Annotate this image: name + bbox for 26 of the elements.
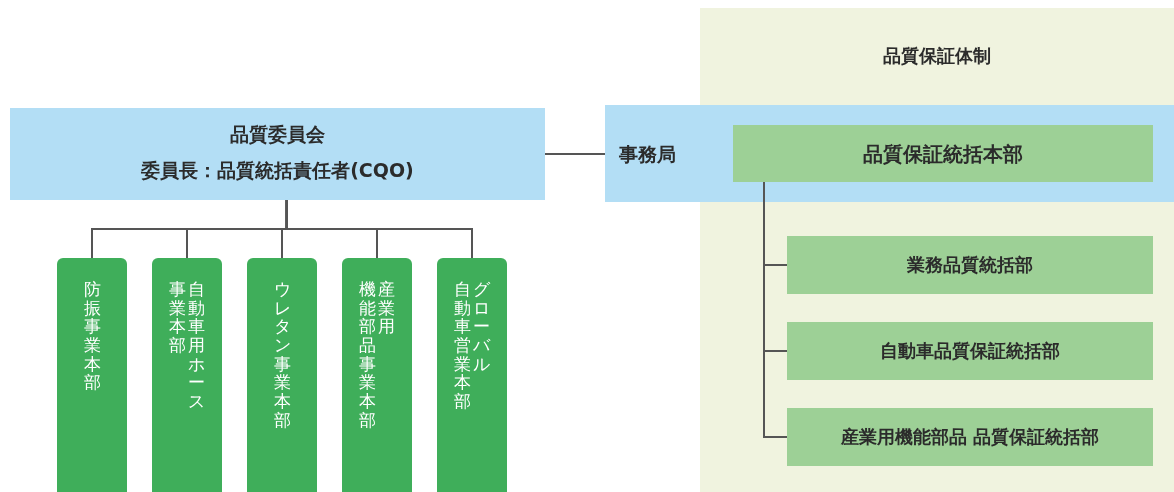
division-box — [152, 258, 222, 492]
department-name: 自動車品質保証統括部 — [879, 339, 1061, 363]
division-name: ウレタン事業本部 — [272, 280, 292, 430]
division-name: グローバル自動車営業本部 — [453, 280, 492, 411]
department-name: 業務品質統括部 — [906, 253, 1034, 277]
division-name: 産業用機能部品事業本部 — [358, 280, 396, 430]
committee-name: 品質委員会 — [229, 122, 326, 147]
department-box — [733, 125, 1153, 182]
panel-heading: 品質保証体制 — [882, 44, 992, 68]
secretariat-label: 事務局 — [619, 142, 676, 167]
division-box — [57, 258, 127, 492]
division-name: 自動車用ホース事業本部 — [168, 280, 206, 411]
division-box — [247, 258, 317, 492]
division-name: 防振事業本部 — [82, 280, 102, 393]
department-box — [787, 236, 1153, 294]
division-box — [342, 258, 412, 492]
committee-box — [10, 108, 545, 200]
secretariat-band-overlay — [605, 105, 1174, 202]
department-box — [787, 322, 1153, 380]
department-name: 産業用機能部品 品質保証統括部 — [839, 425, 1101, 449]
chair-label: 委員長：品質統括責任者(CQO) — [140, 158, 415, 183]
department-name: 品質保証統括本部 — [862, 140, 1024, 167]
connector-line — [544, 153, 606, 155]
division-box — [437, 258, 507, 492]
connector-line — [285, 199, 473, 259]
department-box — [787, 408, 1153, 466]
